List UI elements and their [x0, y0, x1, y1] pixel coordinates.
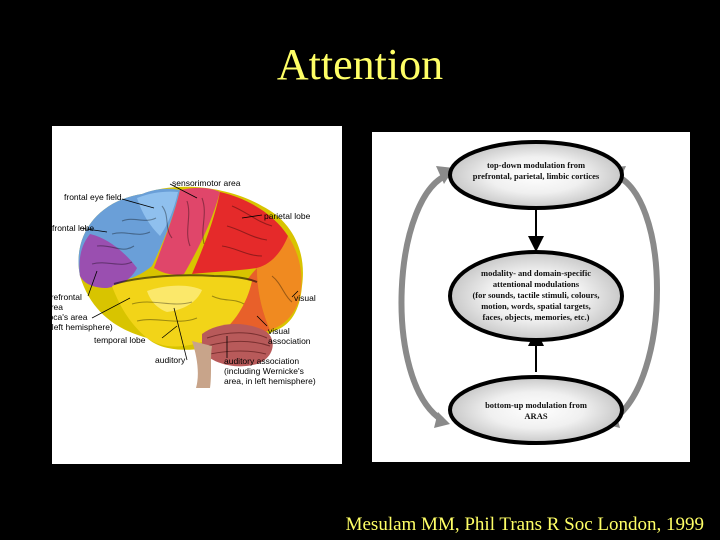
brain-illustration	[78, 183, 303, 388]
citation-text: Mesulam MM, Phil Trans R Soc London, 199…	[345, 514, 704, 535]
right-feedback-arrow	[610, 171, 660, 423]
occipital-region	[257, 236, 302, 330]
parietal-lobe-region	[192, 192, 288, 274]
label-visual: visual	[294, 293, 316, 303]
attentional-modulation-oval	[448, 250, 624, 342]
attention-flow-diagram	[398, 140, 660, 445]
bottom-up-label: bottom-up modulation from ARAS	[485, 400, 587, 421]
top-down-oval	[448, 140, 624, 210]
label-prefrontal-area: prefrontal area	[46, 292, 82, 312]
label-auditory: auditory	[155, 355, 186, 365]
attentional-modulation-label: modality- and domain-specific attentiona…	[472, 268, 600, 322]
label-frontal-lobe: frontal lobe	[52, 223, 95, 233]
label-brocas-area: Broca's area (in left hemisphere)	[40, 312, 113, 332]
label-temporal-lobe: temporal lobe	[94, 335, 146, 345]
label-parietal-lobe: parietal lobe	[264, 211, 311, 221]
label-frontal-eye-field: frontal eye field	[64, 192, 122, 202]
label-auditory-association: auditory association (including Wernicke…	[224, 356, 316, 386]
left-feedback-arrow	[398, 171, 452, 423]
label-visual-association: visual association	[268, 326, 311, 346]
top-down-label: top-down modulation from prefrontal, par…	[472, 160, 600, 181]
attention-diagram-panel: top-down modulation from prefrontal, par…	[372, 132, 690, 462]
prefrontal-region	[79, 234, 137, 288]
label-sensorimotor-area: sensorimotor area	[172, 178, 241, 188]
bottom-up-oval	[448, 375, 624, 445]
brain-figure-panel: sensorimotor area frontal eye field pari…	[40, 126, 342, 464]
slide-title: Attention	[276, 40, 444, 89]
